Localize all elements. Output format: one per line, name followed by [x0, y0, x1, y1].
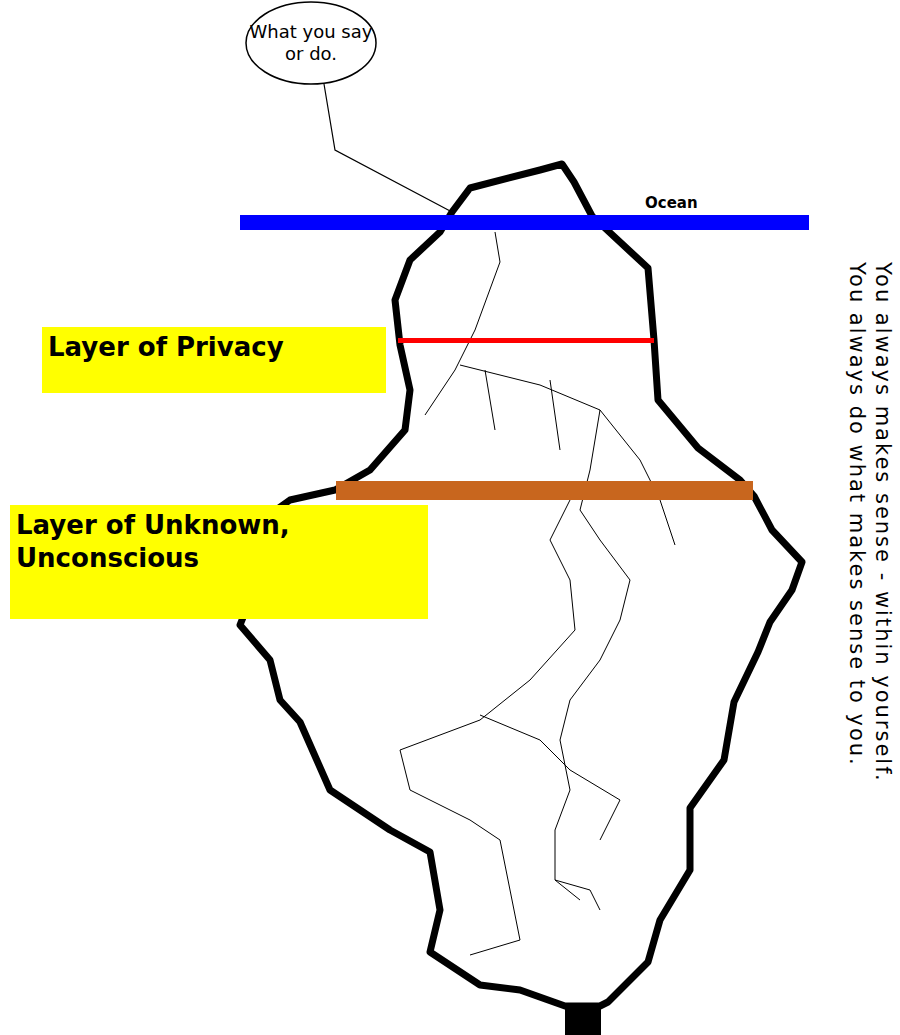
side-note: You always makes sense - within yourself…: [844, 262, 896, 1022]
speech-bubble-text: What you say or do.: [248, 4, 374, 82]
bubble-pointer: [324, 84, 452, 212]
ocean-label: Ocean: [645, 194, 698, 212]
node-text: What you say or do.: [248, 21, 374, 64]
node-text: Layer of Unknown, Unconscious: [16, 509, 422, 574]
unconscious-line: [336, 481, 753, 500]
speech-bubble: [246, 2, 376, 84]
node-text: Layer of Privacy: [48, 331, 380, 364]
privacy-line: [398, 338, 654, 343]
iceberg-base: [565, 1004, 601, 1035]
side-note-line: You always makes sense - within yourself…: [870, 262, 896, 1022]
layer-label: Layer of Privacy: [42, 327, 386, 393]
layer-label: Layer of Unknown, Unconscious: [10, 505, 428, 619]
side-note-line: You always do what makes sense to you.: [844, 262, 870, 1022]
ocean-line: [240, 215, 809, 230]
